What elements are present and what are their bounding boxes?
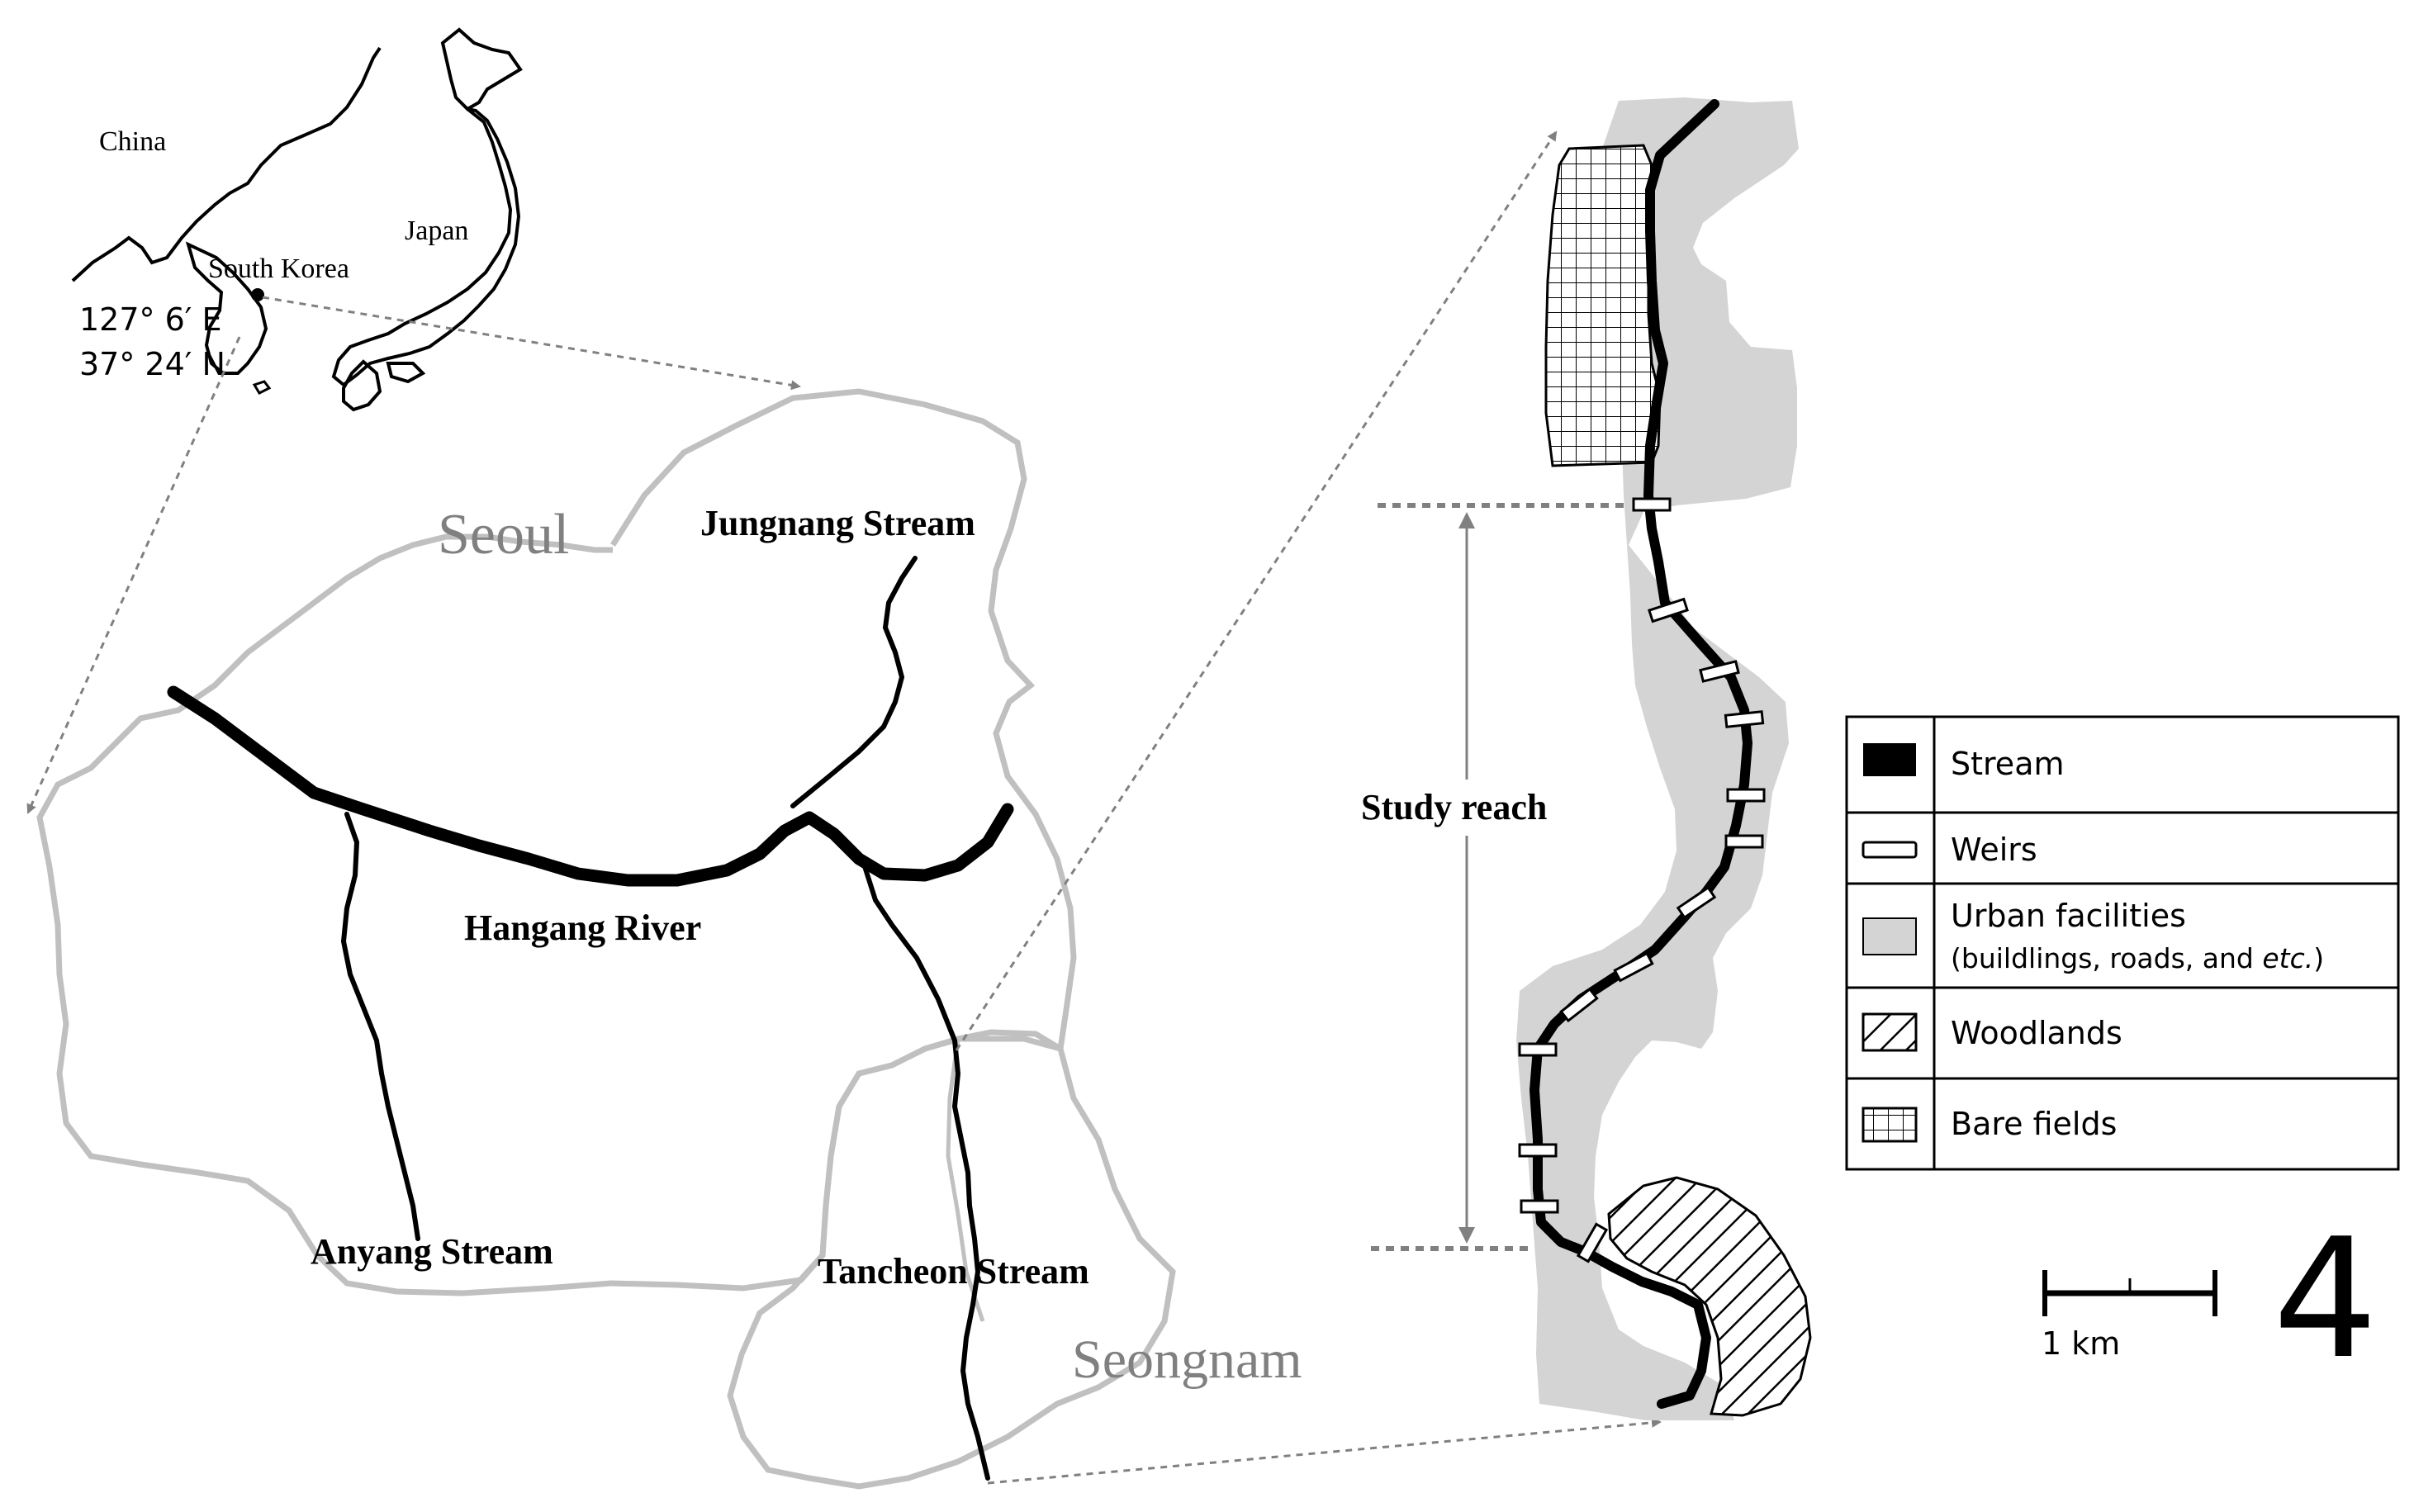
label-anyang-stream: Anyang Stream: [311, 1231, 553, 1272]
regional-map: Seoul Seongnam Jungnang Stream Hangang R…: [36, 388, 1302, 1490]
mainland-asia-coastline: [71, 46, 382, 282]
leader-line-inset-to-region-left: [26, 336, 241, 814]
weir-marker: [1518, 1042, 1558, 1057]
legend-swatch-urban: [1862, 917, 1917, 955]
study-stream: [1529, 99, 1752, 1409]
seongnam-boundary: [727, 1036, 1176, 1490]
leader-line-region-to-reach-top: [955, 130, 1558, 1051]
hangang-river: [167, 685, 1014, 887]
weir-marker: [1518, 1143, 1558, 1158]
anyang-stream: [340, 812, 420, 1241]
jeju-island: [252, 380, 272, 395]
label-japan: Japan: [405, 216, 468, 246]
legend-swatch-bare-fields: [1861, 1107, 1918, 1143]
weir-marker: [1632, 497, 1672, 512]
legend-swatch-woodlands: [1861, 1012, 1918, 1052]
label-study-reach: Study reach: [1361, 787, 1547, 827]
japan-hokkaido: [440, 27, 523, 111]
weir-marker: [1648, 597, 1689, 623]
legend-swatch-weirs: [1861, 841, 1918, 859]
legend: Stream Weirs Urban facilities (buildling…: [1845, 715, 2400, 1171]
label-jungnang-stream: Jungnang Stream: [700, 503, 975, 543]
label-seoul: Seoul: [438, 503, 569, 566]
scale-bar-label: 1 km: [2042, 1325, 2120, 1362]
label-seongnam: Seongnam: [1072, 1330, 1302, 1390]
weir-marker: [1520, 1199, 1559, 1214]
legend-swatch-stream: [1863, 743, 1916, 776]
weirs: [1518, 497, 1766, 1263]
korea-coastline: [185, 241, 268, 375]
weir-marker: [1699, 660, 1740, 683]
weir-marker: [1613, 951, 1654, 983]
weir-marker: [1726, 788, 1766, 803]
jungnang-stream: [790, 556, 918, 808]
study-reach-map: Study reach: [1348, 97, 1812, 1420]
reach-arrow-bottom: [1458, 1227, 1475, 1244]
legend-label-woodlands: Woodlands: [1951, 1015, 2122, 1051]
label-hangang-river: Hangang River: [464, 908, 701, 948]
inset-map: China Japan South Korea 127° 6′ E 37° 24…: [71, 27, 523, 412]
legend-label-bare-fields: Bare fields: [1951, 1106, 2117, 1142]
study-site-marker: [251, 288, 264, 301]
leader-line-inset-to-region-top: [262, 296, 801, 391]
japan-shikoku-kyushu: [342, 359, 426, 412]
weir-marker: [1559, 987, 1599, 1023]
weir-marker: [1724, 834, 1764, 849]
urban-area: [1516, 97, 1799, 1420]
bare-fields-area: [1544, 144, 1662, 467]
japan-honshu: [331, 107, 521, 387]
label-south-korea: South Korea: [208, 254, 349, 284]
reach-arrow-top: [1458, 512, 1475, 528]
weir-marker: [1576, 1222, 1609, 1263]
legend-label-urban: Urban facilities: [1951, 898, 2186, 934]
woodlands-area: [1607, 1176, 1812, 1417]
legend-sublabel-urban: (buildlings, roads, and etc.): [1951, 942, 2324, 974]
seongnam-inner-boundary: [946, 1038, 985, 1322]
north-arrow-icon: 4: [2273, 1203, 2378, 1396]
leader-line-region-to-reach-bottom: [987, 1417, 1662, 1485]
seoul-boundary: [36, 388, 1077, 1296]
weir-marker: [1676, 885, 1717, 920]
legend-label-stream: Stream: [1951, 746, 2065, 782]
weir-marker: [1724, 710, 1765, 728]
legend-label-weirs: Weirs: [1951, 832, 2037, 868]
legend-frame: [1845, 715, 2400, 1171]
scale-bar: 1 km: [2042, 1270, 2217, 1362]
study-reach-label-bg: [1348, 780, 1587, 836]
label-china: China: [99, 126, 166, 157]
tancheon-stream: [861, 861, 990, 1481]
label-tancheon-stream: Tancheon Stream: [818, 1251, 1089, 1292]
label-longitude: 127° 6′ E: [79, 301, 222, 338]
label-latitude: 37° 24′ N: [79, 346, 225, 382]
